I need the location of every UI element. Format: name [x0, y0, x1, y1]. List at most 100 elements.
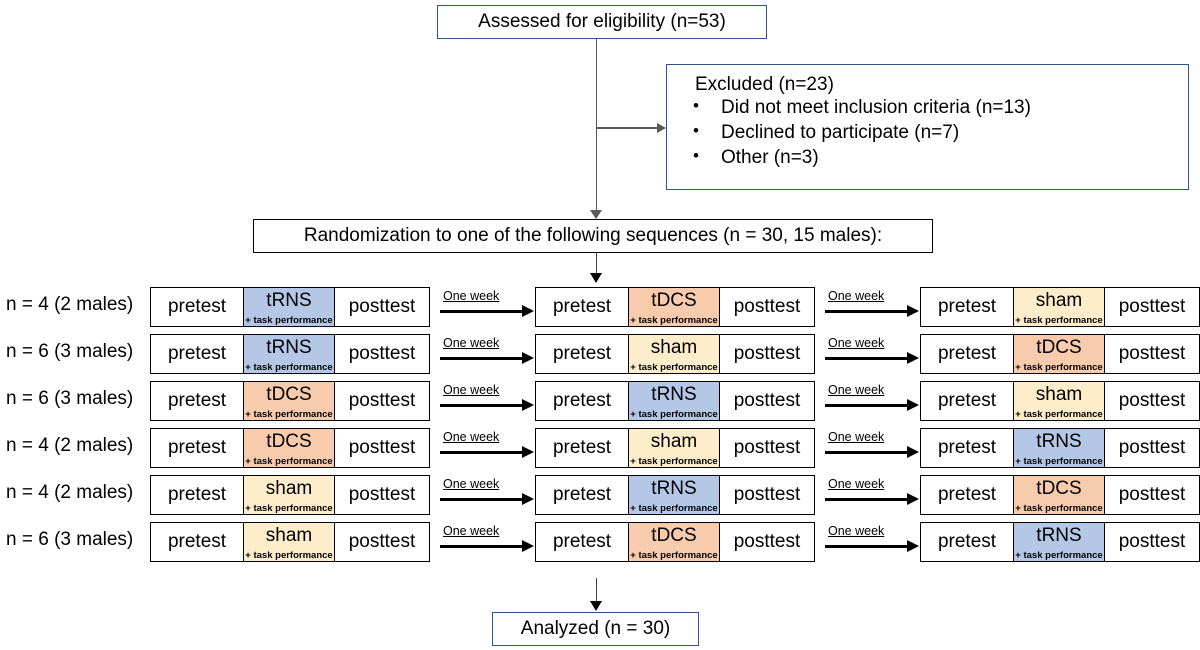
pretest-cell: pretest	[167, 437, 227, 458]
task-performance-label: + task performance	[245, 503, 333, 515]
one-week-label: One week	[443, 430, 500, 444]
one-week-arrowhead-icon	[522, 493, 534, 505]
task-performance-label: + task performance	[1015, 456, 1103, 468]
posttest-cell: posttest	[348, 531, 416, 552]
pretest-cell: pretest	[937, 296, 997, 317]
condition-label: sham	[265, 478, 313, 499]
session-block: pretest tDCS+ task performance posttest	[535, 287, 815, 327]
condition-cell: tDCS+ task performance	[628, 288, 720, 326]
list-item: Other (n=3)	[685, 147, 1188, 167]
one-week-arrow-shaft	[440, 498, 524, 501]
excluded-reason-list: Did not meet inclusion criteria (n=13) D…	[685, 97, 1188, 167]
posttest-cell: posttest	[733, 296, 801, 317]
pretest-cell: pretest	[167, 343, 227, 364]
posttest-cell: posttest	[733, 484, 801, 505]
one-week-arrow-shaft	[825, 498, 909, 501]
trunk-line-assessed-to-randomization	[595, 39, 598, 211]
excluded-box: Excluded (n=23) Did not meet inclusion c…	[666, 64, 1189, 190]
task-performance-label: + task performance	[1015, 409, 1103, 421]
one-week-arrowhead-icon	[522, 305, 534, 317]
pretest-cell: pretest	[552, 390, 612, 411]
one-week-connector: One week	[437, 430, 541, 466]
one-week-connector: One week	[822, 430, 926, 466]
posttest-cell: posttest	[733, 390, 801, 411]
one-week-arrowhead-icon	[907, 399, 919, 411]
pretest-cell: pretest	[552, 343, 612, 364]
list-item: Did not meet inclusion criteria (n=13)	[685, 97, 1188, 117]
condition-cell: tRNS+ task performance	[628, 476, 720, 514]
sequence-group-label: n = 6 (3 males)	[6, 341, 134, 362]
posttest-cell: posttest	[1118, 484, 1186, 505]
pretest-cell: pretest	[167, 390, 227, 411]
condition-label: tDCS	[651, 290, 697, 311]
task-performance-label: + task performance	[1015, 362, 1103, 374]
condition-label: sham	[265, 525, 313, 546]
one-week-label: One week	[443, 383, 500, 397]
condition-label: tDCS	[1036, 478, 1082, 499]
one-week-arrowhead-icon	[522, 352, 534, 364]
pretest-cell: pretest	[552, 296, 612, 317]
sequence-row: n = 4 (2 males) pretest tDCS+ task perform…	[0, 428, 1200, 468]
session-block: pretest tRNS+ task performance posttest	[535, 381, 815, 421]
task-performance-label: + task performance	[245, 550, 333, 562]
task-performance-label: + task performance	[245, 315, 333, 327]
posttest-cell: posttest	[1118, 437, 1186, 458]
posttest-cell: posttest	[1118, 531, 1186, 552]
task-performance-label: + task performance	[1015, 550, 1103, 562]
one-week-label: One week	[443, 336, 500, 350]
one-week-arrowhead-icon	[522, 399, 534, 411]
session-block: pretest tRNS+ task performance posttest	[920, 428, 1200, 468]
randomization-box: Randomization to one of the following se…	[253, 219, 933, 253]
condition-cell: sham+ task performance	[628, 429, 720, 467]
trunk-line-sequences-to-analyzed	[595, 578, 598, 604]
condition-label: tRNS	[651, 478, 697, 499]
one-week-arrow-shaft	[440, 310, 524, 313]
one-week-connector: One week	[437, 477, 541, 513]
branch-line-to-excluded	[596, 127, 658, 129]
trunk-arrowhead-randomization	[590, 210, 602, 219]
one-week-connector: One week	[437, 383, 541, 419]
task-performance-label: + task performance	[1015, 503, 1103, 515]
one-week-arrow-shaft	[825, 357, 909, 360]
posttest-cell: posttest	[348, 343, 416, 364]
trunk-arrowhead-sequences	[590, 273, 602, 283]
one-week-arrowhead-icon	[907, 540, 919, 552]
condition-label: tDCS	[1036, 337, 1082, 358]
one-week-label: One week	[443, 477, 500, 491]
pretest-cell: pretest	[937, 437, 997, 458]
task-performance-label: + task performance	[630, 409, 718, 421]
one-week-connector: One week	[822, 477, 926, 513]
trunk-arrowhead-analyzed	[590, 601, 602, 611]
pretest-cell: pretest	[552, 484, 612, 505]
condition-cell: tDCS+ task performance	[243, 429, 335, 467]
condition-label: tDCS	[266, 384, 312, 405]
one-week-label: One week	[828, 477, 885, 491]
one-week-label: One week	[443, 289, 500, 303]
pretest-cell: pretest	[937, 390, 997, 411]
one-week-arrow-shaft	[440, 451, 524, 454]
list-item: Declined to participate (n=7)	[685, 122, 1188, 142]
condition-label: sham	[1035, 384, 1083, 405]
condition-label: sham	[650, 431, 698, 452]
pretest-cell: pretest	[167, 484, 227, 505]
task-performance-label: + task performance	[630, 362, 718, 374]
pretest-cell: pretest	[167, 296, 227, 317]
task-performance-label: + task performance	[245, 409, 333, 421]
one-week-connector: One week	[822, 383, 926, 419]
condition-cell: tRNS+ task performance	[628, 382, 720, 420]
sequence-group-label: n = 4 (2 males)	[6, 435, 134, 456]
condition-cell: tRNS + task performance	[1013, 523, 1105, 561]
pretest-cell: pretest	[937, 343, 997, 364]
condition-label: tRNS	[1036, 525, 1082, 546]
condition-cell: tRNS+ task performance	[1013, 429, 1105, 467]
